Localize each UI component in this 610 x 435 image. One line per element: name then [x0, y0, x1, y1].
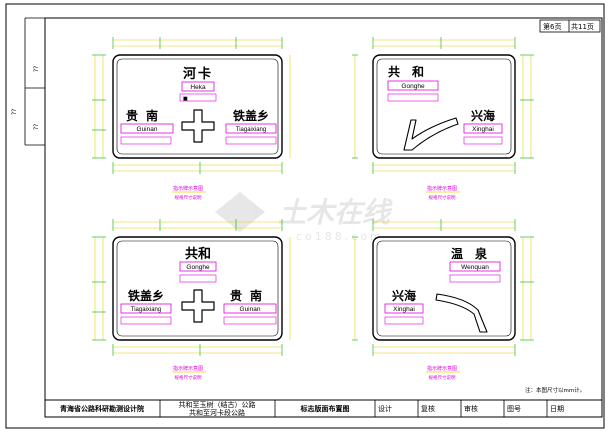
route-marker-box	[179, 93, 217, 102]
watermark-logo-icon	[215, 192, 265, 232]
dimension-ticks	[92, 219, 283, 356]
destination-top-py: Gonghe	[186, 264, 210, 271]
destination-right-cn: 贵南	[230, 288, 270, 303]
route-marker-box	[463, 136, 503, 145]
dimension-lines	[354, 221, 532, 354]
route-marker-box	[120, 136, 172, 145]
destination-right-cn: 兴海	[471, 108, 495, 123]
title-project-2: 共和至河卡段公路	[189, 408, 245, 417]
destination-top-py: Heka	[190, 84, 206, 91]
sheet-outer-border	[5, 3, 605, 429]
watermark: 土木在线 co188.com	[215, 192, 393, 243]
destination-left-py: Guinan	[137, 126, 158, 133]
title-date: 日期	[550, 405, 564, 413]
destination-top-cn: 共和	[185, 246, 211, 262]
pinyin-box	[179, 261, 217, 272]
sign-caption-sub: 规格尺寸说明	[429, 194, 456, 201]
title-design: 设计	[378, 404, 392, 413]
route-marker-box	[179, 274, 217, 283]
title-drawing-no: 图号	[507, 405, 521, 413]
sign-inner-border	[116, 58, 279, 155]
dimension-lines	[94, 39, 291, 172]
pinyin-box	[463, 123, 503, 134]
sign-panel	[112, 236, 283, 341]
sign-top-left: 河卡 Heka ■ 贵南 Guinan 铁盖乡 Tiagaixiang 指示牌示…	[92, 37, 291, 201]
title-drawing: 标志版面布置图	[300, 404, 350, 413]
sign-bottom-left: 共和 Gonghe 铁盖乡 Tiagaixiang 贵南 Guinan 指示牌示…	[92, 219, 291, 381]
title-approve: 审核	[464, 404, 478, 413]
sign-caption-sub: 规格尺寸说明	[429, 374, 456, 381]
destination-left-cn: 铁盖乡	[128, 288, 164, 303]
sign-panel	[112, 54, 283, 159]
destination-top-py: Wenquan	[461, 264, 489, 271]
crossroad-symbol-icon	[181, 109, 215, 143]
sign-caption-sub: 规格尺寸说明	[175, 374, 202, 381]
destination-top-cn: 河卡	[183, 66, 213, 82]
pinyin-box	[120, 123, 174, 134]
route-marker-box	[120, 316, 172, 325]
sign-inner-border	[376, 240, 512, 337]
dimension-ticks	[92, 37, 283, 174]
destination-top-cn: 共和	[388, 64, 436, 79]
title-review: 复核	[421, 404, 435, 413]
dimension-lines	[94, 221, 291, 354]
side-mark: ??	[33, 66, 40, 72]
pinyin-box	[384, 303, 424, 314]
page-total: 共11页	[571, 22, 594, 31]
route-marker-box	[449, 274, 501, 283]
sign-top-right: 共和 Gonghe 兴海 Xinghai 指示牌示意图 规格尺寸说明	[352, 37, 534, 201]
route-marker-box	[223, 316, 277, 325]
destination-left-py: Xinghai	[393, 306, 415, 313]
title-block-frame	[44, 399, 603, 418]
page-number-box	[539, 19, 601, 33]
pinyin-box	[225, 123, 277, 134]
junction-road-symbol-icon	[435, 293, 488, 333]
pinyin-box	[387, 80, 439, 91]
destination-right-cn: 铁盖乡	[233, 108, 269, 123]
destination-right-py: Xinghai	[472, 126, 494, 133]
sign-caption-sub: 规格尺寸说明	[175, 194, 202, 201]
sign-inner-border	[116, 240, 279, 337]
route-marker-box	[384, 316, 424, 325]
sign-caption: 指示牌示意图	[427, 365, 457, 372]
route-marker: ■	[183, 96, 188, 102]
destination-top-cn: 温泉	[451, 246, 499, 261]
destination-left-py: Tiagaixiang	[131, 307, 161, 313]
title-block: 青海省公路科研勘测设计院 共和至玉树（结古）公路 共和至河卡段公路 标志版面布置…	[44, 399, 603, 418]
dimension-ticks	[352, 219, 534, 356]
title-org: 青海省公路科研勘测设计院	[60, 404, 144, 413]
pinyin-box	[449, 261, 501, 272]
sheet-note: 注：本图尺寸以mm计。	[525, 386, 585, 394]
destination-top-py: Gonghe	[401, 83, 425, 90]
junction-road-symbol-icon	[403, 117, 459, 151]
dimension-lines	[354, 39, 532, 172]
side-mark: ??	[33, 124, 40, 130]
destination-left-cn: 兴海	[392, 288, 416, 303]
title-project-1: 共和至玉树（结古）公路	[179, 400, 256, 409]
destination-left-cn: 贵南	[126, 108, 166, 123]
dimension-ticks	[352, 37, 534, 174]
pinyin-box	[181, 81, 215, 92]
watermark-en: co188.com	[296, 230, 384, 243]
sign-caption: 指示牌示意图	[173, 185, 203, 192]
sign-caption: 指示牌示意图	[173, 365, 203, 372]
route-marker-box	[387, 93, 439, 102]
sign-bottom-right: 温泉 Wenquan 兴海 Xinghai 指示牌示意图 规格尺寸说明	[352, 219, 534, 381]
crossroad-symbol-icon	[181, 289, 215, 323]
watermark-cn: 土木在线	[278, 196, 393, 229]
destination-right-py: Guinan	[240, 306, 261, 313]
pinyin-box	[223, 303, 277, 314]
sign-caption: 指示牌示意图	[427, 185, 457, 192]
side-mark: ??	[11, 109, 18, 115]
route-marker-box	[225, 136, 277, 145]
destination-right-py: Tiagaixiang	[236, 127, 266, 133]
page-number: 第6页	[543, 22, 561, 31]
sign-inner-border	[376, 58, 512, 155]
pinyin-box	[120, 303, 172, 314]
